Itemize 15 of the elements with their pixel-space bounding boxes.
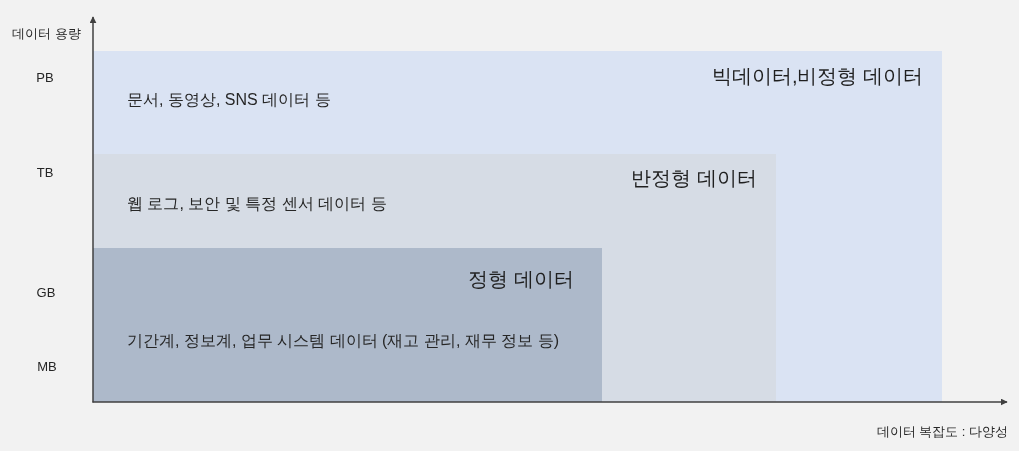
axis-title: 데이터 용량 bbox=[12, 25, 81, 43]
shaded-region bbox=[93, 51, 942, 402]
shaded-region bbox=[93, 248, 602, 402]
region-title: 빅데이터,비정형 데이터 bbox=[711, 64, 923, 89]
axis-tick-label: GB bbox=[36, 284, 56, 302]
shaded-region bbox=[93, 154, 776, 402]
axis-title: 데이터 복잡도 : 다양성 bbox=[876, 423, 1008, 441]
axis-tick-label: PB bbox=[36, 69, 54, 87]
axis-tick-label: TB bbox=[36, 164, 54, 182]
region-description: 문서, 동영상, SNS 데이터 등 bbox=[127, 90, 331, 110]
region-description: 웹 로그, 보안 및 특정 센서 데이터 등 bbox=[127, 194, 387, 214]
region-title: 정형 데이터 bbox=[468, 267, 574, 292]
region-title: 반정형 데이터 bbox=[631, 166, 757, 191]
axis-tick-label: MB bbox=[37, 358, 57, 376]
region-description: 기간계, 정보계, 업무 시스템 데이터 (재고 관리, 재무 정보 등) bbox=[127, 331, 559, 351]
